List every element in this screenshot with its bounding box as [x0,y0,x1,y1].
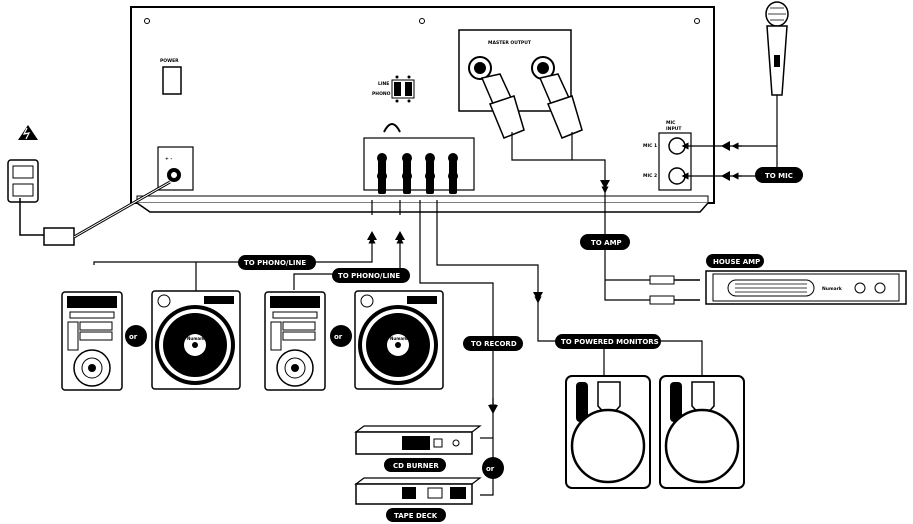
label-cd-burner: CD BURNER [384,458,446,472]
power-cord [19,180,171,246]
turntable-icon: Numark [354,290,444,390]
phono-label: PHONO [372,91,391,97]
arrow-heads [367,141,730,414]
to-phono-line-label-2: TO PHONO/LINE [338,272,400,280]
cd-burner-icon [354,425,482,455]
amp-brand: Numark [822,286,843,292]
turntable-icon: Numark [151,290,241,390]
mic1-label: MIC 1 [643,143,657,149]
house-amp: Numark [705,270,907,305]
speaker-icon [659,375,745,489]
quarter-inch-plug-icon [649,275,700,285]
or-badge-2: or [330,325,352,347]
to-powered-monitors-label: TO POWERED MONITORS [561,338,659,346]
label-to-amp: TO AMP [580,234,630,250]
mic2-label: MIC 2 [643,173,657,179]
cd-burner-label: CD BURNER [393,462,439,470]
cd-player-icon [61,291,123,391]
power-outlet-icon [7,125,39,203]
label-tape-deck: TAPE DECK [386,508,446,522]
or-badge-1: or [125,325,147,347]
mixer-rear-panel: POWER + - LINE PHONO MASTER OUTPUT [130,6,715,213]
to-record-label: TO RECORD [471,340,517,348]
to-amp-label: TO AMP [591,239,622,247]
label-to-record: TO RECORD [463,336,523,351]
or-badge-3: or [482,457,504,479]
cd-player-icon [264,291,326,391]
or-label-1: or [129,333,138,341]
label-to-powered-monitors: TO POWERED MONITORS [555,334,661,349]
or-label-2: or [334,333,343,341]
label-house-amp: HOUSE AMP [706,254,764,268]
to-mic-label: TO MIC [765,172,793,180]
line-label: LINE [378,81,389,87]
power-switch[interactable] [162,66,182,95]
connection-lines [93,132,777,496]
turntable-brand-1: Numark [187,336,205,341]
line-phono-switch[interactable]: LINE PHONO [372,75,415,103]
high-voltage-icon [18,125,38,140]
tape-deck-label: TAPE DECK [394,512,438,520]
quarter-inch-plug-icon [649,295,700,305]
microphone-icon [765,1,789,176]
house-amp-label: HOUSE AMP [713,258,760,266]
mic2-jack[interactable] [668,167,686,185]
turntable-brand-2: Numark [390,336,408,341]
speaker-icon [565,375,651,489]
mic1-jack[interactable] [668,137,686,155]
power-label: POWER [160,58,179,64]
or-label-3: or [486,465,495,473]
master-output-label: MASTER OUTPUT [488,40,532,46]
label-to-phono-line-1: TO PHONO/LINE [238,255,316,270]
xlr-plug-icon [480,73,525,139]
svg-text:+ -: + - [165,156,172,162]
label-to-phono-line-2: TO PHONO/LINE [332,268,410,283]
tape-deck-icon [354,477,482,505]
to-phono-line-label-1: TO PHONO/LINE [244,259,306,267]
xlr-plug-icon [538,73,583,139]
label-to-mic: TO MIC [755,167,803,183]
rca-plug-icon [378,160,457,194]
